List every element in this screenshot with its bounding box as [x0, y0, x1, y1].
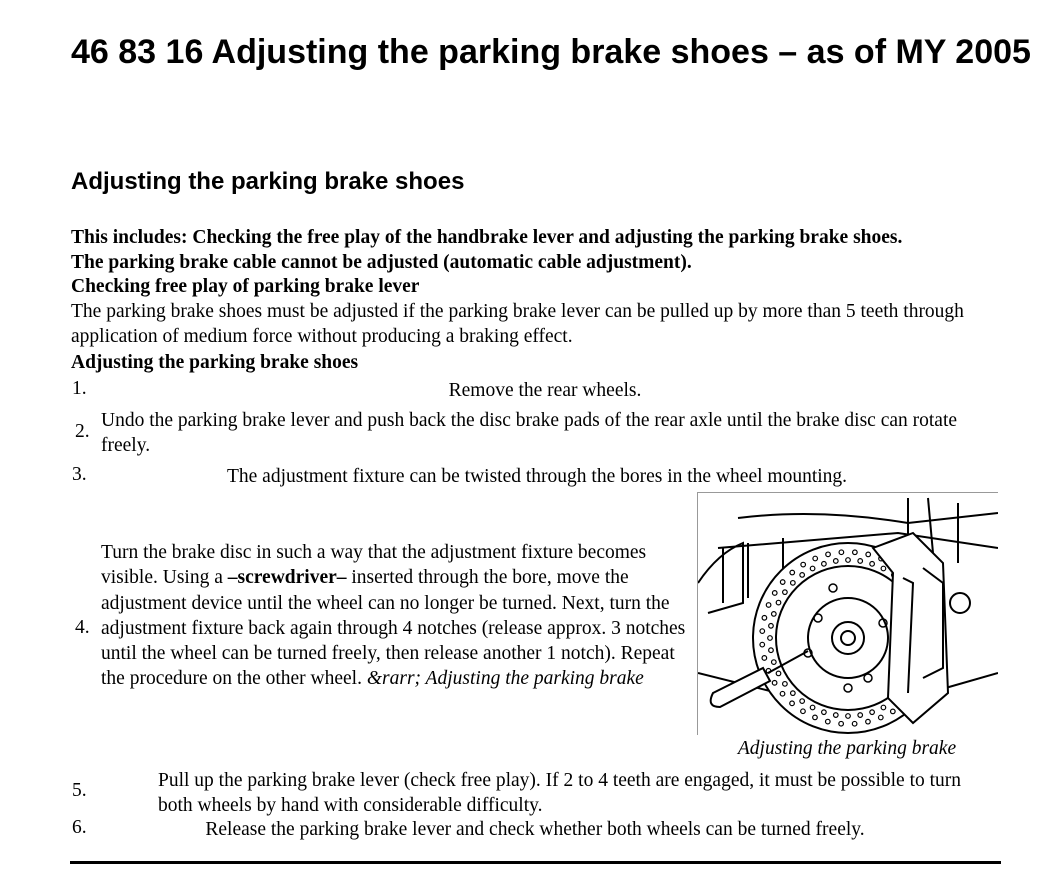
disc-hole [832, 558, 839, 564]
figure-caption: Adjusting the parking brake [737, 738, 957, 759]
disc-hole [877, 714, 884, 721]
step-number: 1. [72, 378, 87, 399]
section-heading: Adjusting the parking brake shoes [71, 168, 465, 195]
step-text: Remove the rear wheels. [448, 380, 642, 401]
step-number: 3. [72, 464, 87, 485]
disc-hole [799, 571, 806, 578]
disc-hole [768, 647, 774, 654]
step-text: Pull up the parking brake lever (check f… [158, 770, 962, 816]
disc-hole [832, 712, 839, 718]
free-play-text: The parking brake shoes must be adjusted… [71, 301, 964, 347]
disc-hole [761, 655, 768, 661]
disc-hole [770, 659, 777, 666]
disc-hole [825, 551, 831, 558]
step-text: Undo the parking brake lever and push ba… [101, 410, 958, 456]
disc-hole [809, 704, 816, 711]
disc-hole [768, 622, 774, 629]
step-text: Release the parking brake lever and chec… [205, 819, 865, 840]
disc-hole [845, 557, 851, 563]
disc-hole [869, 709, 876, 716]
disc-hole [771, 679, 778, 686]
disc-hole [767, 635, 773, 641]
bottom-rule [70, 861, 1001, 864]
disc-hole [789, 700, 795, 707]
step-text: Turn the brake disc in such a way that t… [101, 540, 693, 692]
disc-hole [789, 569, 796, 576]
step-number: 4. [75, 617, 90, 638]
disc-hole [838, 549, 845, 556]
step-number: 5. [72, 780, 87, 801]
step-text: The adjustment fixture can be twisted th… [226, 466, 848, 487]
disc-hole [865, 718, 871, 725]
step-text-part: Turn the brake disc in such a way that t… [101, 542, 647, 589]
disc-hole [779, 690, 786, 697]
tool-screwdriver: –screwdriver– [227, 567, 347, 589]
step-number: 2. [75, 421, 90, 442]
disc-hole [880, 565, 887, 572]
disc-hole [809, 565, 816, 572]
disc-hole [880, 704, 887, 711]
disc-hole [857, 558, 864, 564]
page-title: 46 83 16 Adjusting the parking brake sho… [71, 33, 1031, 71]
disc-hole [789, 579, 796, 586]
disc-hole [800, 708, 806, 715]
brake-disc-illustration [697, 497, 999, 734]
disc-hole [851, 720, 858, 727]
disc-hole [759, 628, 766, 635]
step-number: 6. [72, 817, 87, 838]
disc-hole [771, 590, 778, 596]
disc-hole [820, 560, 827, 567]
disc-hole [761, 614, 768, 621]
disc-hole [759, 641, 766, 648]
intro-bold-line-2: The parking brake cable cannot be adjust… [71, 252, 692, 273]
disc-hole [779, 579, 786, 585]
step-text-part: inserted through the bore, move the adju… [101, 567, 686, 690]
disc-hole [851, 549, 858, 556]
disc-hole [765, 602, 772, 608]
disc-hole [889, 708, 896, 715]
disc-hole [775, 599, 782, 606]
disc-hole [824, 718, 831, 725]
disc-hole [812, 714, 818, 721]
disc-hole [770, 610, 777, 617]
disc-hole [800, 561, 807, 568]
disc-hole [781, 680, 788, 687]
disc-hole [820, 709, 827, 716]
subheading-free-play: Checking free play of parking brake leve… [71, 276, 420, 297]
link-adjusting-parking-brake[interactable]: &rarr; Adjusting the parking brake [366, 668, 644, 690]
disc-hole [838, 720, 845, 727]
intro-bold-line-1: This includes: Checking the free play of… [71, 227, 903, 248]
disc-hole [775, 670, 782, 677]
brake-figure [697, 492, 999, 735]
disc-hole [869, 560, 876, 567]
disc-hole [781, 589, 788, 596]
subheading-adjusting: Adjusting the parking brake shoes [71, 352, 359, 373]
disc-hole [845, 713, 851, 719]
disc-hole [812, 555, 819, 562]
disc-hole [865, 551, 872, 558]
disc-hole [857, 712, 864, 718]
disc-hole [789, 690, 796, 697]
disc-hole [799, 698, 806, 705]
